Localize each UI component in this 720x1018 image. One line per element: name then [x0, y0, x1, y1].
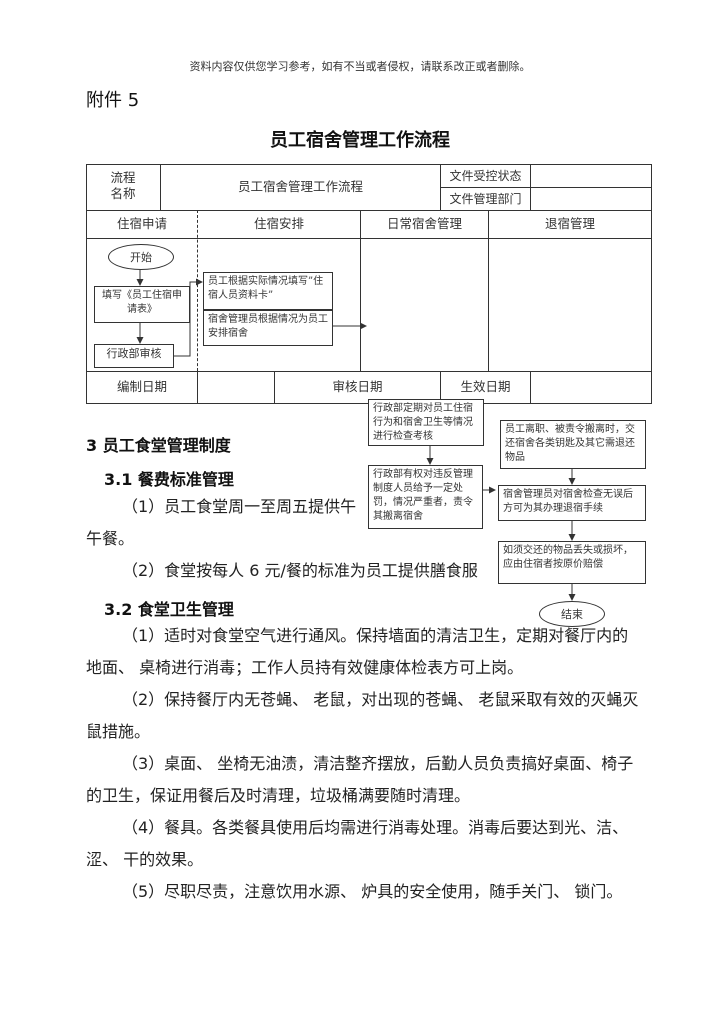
paragraph: （4）餐具。各类餐具使用后均需进行消毒处理。消毒后要达到光、洁、 涩、 干的效果…: [86, 818, 629, 869]
process-name-label: 流程 名称: [110, 170, 136, 201]
flow-end: 结束: [539, 601, 605, 627]
paragraph: （3）桌面、 坐椅无油渍，清洁整齐摆放，后勤人员负责搞好桌面、椅子的卫生，保证用…: [86, 754, 634, 805]
page-title: 员工宿舍管理工作流程: [270, 130, 450, 151]
column-header: 退宿管理: [544, 216, 595, 231]
section-heading: 3 员工食堂管理制度: [86, 436, 231, 455]
process-name-value: 员工宿舍管理工作流程: [237, 179, 363, 194]
paragraph: （2）保持餐厅内无苍蝇、 老鼠，对出现的苍蝇、 老鼠采取有效的灭蝇灭鼠措施。: [86, 690, 639, 741]
paragraph: （5）尽职尽责，注意饮用水源、 炉具的安全使用，随手关门、 锁门。: [122, 882, 623, 901]
subsection-heading: 3.1 餐费标准管理: [104, 470, 234, 489]
flow-step-periodic-check: 行政部定期对员工住宿行为和宿舍卫生等情况进行检查考核: [368, 399, 484, 446]
flow-step-inspect: 宿舍管理员对宿舍检查无误后方可为其办理退宿手续: [498, 485, 646, 521]
column-header: 住宿安排: [253, 216, 304, 231]
flow-step-compensate: 如须交还的物品丢失或损坏，应由住宿者按原价赔偿: [498, 541, 646, 584]
flow-step-fill-card: 员工根据实际情况填写”住宿人员资料卡”: [203, 272, 333, 310]
flow-start: 开始: [108, 244, 174, 270]
flow-step-apply-form: 填写《员工住宿申请表》: [94, 286, 190, 323]
flow-step-arrange: 宿舍管理员根据情况为员工安排宿舍: [203, 310, 333, 346]
flow-step-leave: 员工离职、被责令搬离时，交还宿舍各类钥匙及其它需退还物品: [500, 420, 646, 469]
column-header: 日常宿舍管理: [386, 216, 462, 231]
paragraph: 午餐。: [86, 529, 135, 548]
review-date-label: 审核日期: [332, 379, 383, 394]
paragraph: （1）适时对食堂空气进行通风。保持墙面的清洁卫生，定期对餐厅内的地面、 桌椅进行…: [86, 626, 629, 677]
effective-date-label: 生效日期: [460, 379, 511, 394]
flow-step-admin-review: 行政部审核: [94, 344, 174, 368]
paragraph: （2）食堂按每人 6 元/餐的标准为员工提供膳食服: [122, 561, 478, 580]
disclaimer: 资料内容仅供您学习参考，如有不当或者侵权，请联系改正或者删除。: [189, 60, 531, 73]
flow-step-punish: 行政部有权对违反管理制度人员给予一定处罚，情况严重者，责令其搬离宿舍: [368, 465, 483, 529]
column-header: 住宿申请: [116, 216, 167, 231]
attachment-label: 附件 5: [86, 90, 140, 111]
subsection-heading: 3.2 食堂卫生管理: [104, 600, 234, 619]
compile-date-label: 编制日期: [116, 379, 167, 394]
paragraph: （1）员工食堂周一至周五提供午: [122, 497, 357, 516]
doc-status-label: 文件受控状态: [449, 169, 522, 183]
doc-dept-label: 文件管理部门: [449, 192, 522, 206]
